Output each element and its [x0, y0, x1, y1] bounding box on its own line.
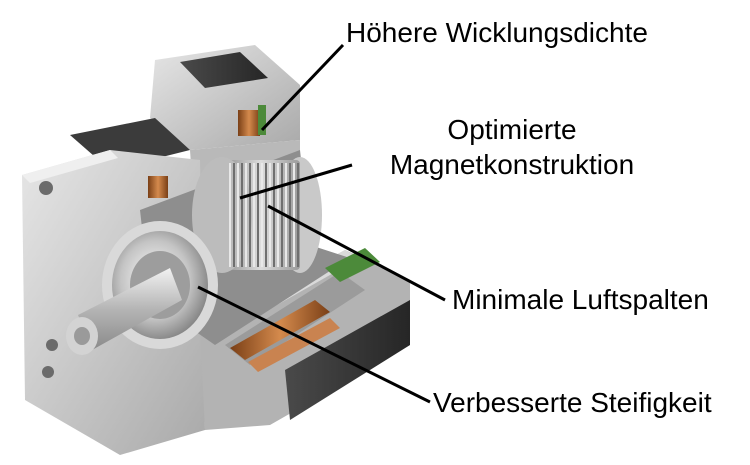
leader-line-magnet: [239, 163, 353, 200]
label-air-gap: Minimale Luftspalten: [452, 284, 709, 315]
label-stiffness: Verbesserte Steifigkeit: [433, 387, 712, 418]
copper-winding-top: [148, 105, 266, 198]
leader-line-air-gap: [267, 204, 446, 302]
leader-lines: [197, 43, 446, 404]
leader-line-winding: [260, 43, 345, 132]
label-winding-density: Höhere Wicklungsdichte: [346, 17, 648, 48]
label-magnet-line1: Optimierte: [447, 114, 577, 145]
label-magnet-line2: Magnetkonstruktion: [389, 149, 635, 180]
mounting-hole-mid-left: [46, 339, 58, 351]
shaft: [66, 268, 182, 355]
mounting-hole-bottom-left: [42, 366, 54, 378]
leader-line-stiffness: [197, 285, 431, 404]
mounting-hole-top-left: [39, 181, 53, 195]
rotor-teeth: [229, 163, 299, 267]
